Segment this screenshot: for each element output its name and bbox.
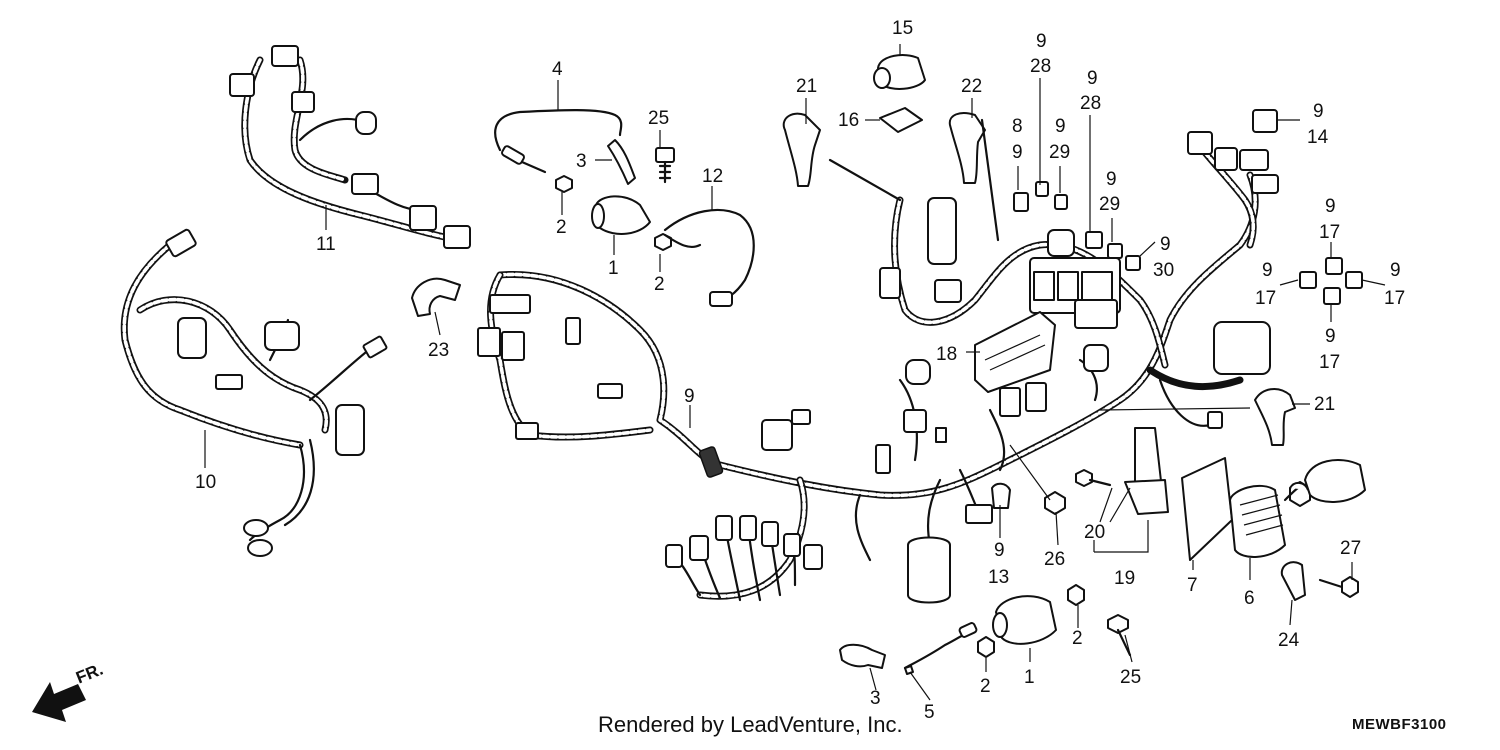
callout-28: 28	[1030, 56, 1051, 77]
upper-left-small-parts	[494, 109, 755, 307]
render-credit: Rendered by LeadVenture, Inc.	[598, 712, 903, 737]
callout-3: 3	[576, 151, 587, 172]
callout-12: 12	[702, 166, 723, 187]
callout-11: 11	[316, 234, 336, 255]
callout-9: 9	[1325, 196, 1336, 217]
injector-connectors	[665, 515, 823, 602]
callout-9: 9	[1012, 142, 1023, 163]
top-middle-parts	[782, 54, 986, 303]
callout-17: 17	[1255, 288, 1276, 309]
callout-2: 2	[654, 274, 665, 295]
callout-24: 24	[1278, 630, 1300, 651]
callout-5: 5	[924, 702, 935, 723]
callout-4: 4	[552, 59, 563, 80]
sub-harness-11	[229, 45, 471, 249]
front-direction-arrow-icon	[32, 682, 86, 722]
callout-2: 2	[980, 676, 991, 697]
callout-9: 9	[1160, 234, 1171, 255]
callout-1: 1	[1024, 667, 1035, 688]
callout-21: 21	[1314, 394, 1335, 415]
callout-17: 17	[1319, 352, 1340, 373]
callout-14: 14	[1307, 127, 1329, 148]
callout-30: 30	[1153, 260, 1174, 281]
callout-1: 1	[608, 258, 619, 279]
callout-17: 17	[1384, 288, 1405, 309]
callout-13: 13	[988, 567, 1009, 588]
right-harness	[1187, 109, 1363, 446]
callout-9: 9	[1325, 326, 1336, 347]
callout-15: 15	[892, 18, 913, 39]
callout-18: 18	[936, 344, 957, 365]
callout-labels: 15 16 9 28 9 28 21 22 8 9 9 29 9 29 9 30…	[195, 18, 1405, 723]
fuse-box	[980, 118, 1141, 329]
callout-9: 9	[1262, 260, 1273, 281]
ecu-18	[974, 311, 1056, 393]
callout-8: 8	[1012, 116, 1023, 137]
callout-23: 23	[428, 340, 449, 361]
callout-9: 9	[994, 540, 1005, 561]
callout-9: 9	[1390, 260, 1401, 281]
callout-21: 21	[796, 76, 817, 97]
callout-19: 19	[1114, 568, 1135, 589]
callout-6: 6	[1244, 588, 1255, 609]
callout-2: 2	[556, 217, 567, 238]
callout-7: 7	[1187, 575, 1198, 596]
leader-lines	[204, 44, 1386, 701]
callout-9: 9	[1055, 116, 1066, 137]
clamp-23	[411, 277, 461, 317]
callout-9: 9	[1106, 169, 1117, 190]
callout-29: 29	[1049, 142, 1070, 163]
callout-25: 25	[1120, 667, 1141, 688]
callout-3: 3	[870, 688, 881, 709]
callout-9: 9	[1036, 31, 1047, 52]
bottom-small-parts	[839, 622, 978, 675]
callout-26: 26	[1044, 549, 1065, 570]
diagram-code: MEWBF3100	[1352, 716, 1447, 733]
sub-harness-10	[120, 228, 388, 557]
callout-9: 9	[684, 386, 695, 407]
main-harness-connectors	[477, 294, 1223, 524]
lower-right-parts	[907, 427, 1366, 658]
callout-29: 29	[1099, 194, 1120, 215]
callout-9: 9	[1087, 68, 1098, 89]
callout-17: 17	[1319, 222, 1340, 243]
callout-9: 9	[1313, 101, 1324, 122]
callout-10: 10	[195, 472, 216, 493]
callout-16: 16	[838, 110, 859, 131]
callout-27: 27	[1340, 538, 1361, 559]
callout-2: 2	[1072, 628, 1083, 649]
callout-25: 25	[648, 108, 669, 129]
callout-20: 20	[1084, 522, 1105, 543]
callout-28: 28	[1080, 93, 1101, 114]
callout-22: 22	[961, 76, 982, 97]
